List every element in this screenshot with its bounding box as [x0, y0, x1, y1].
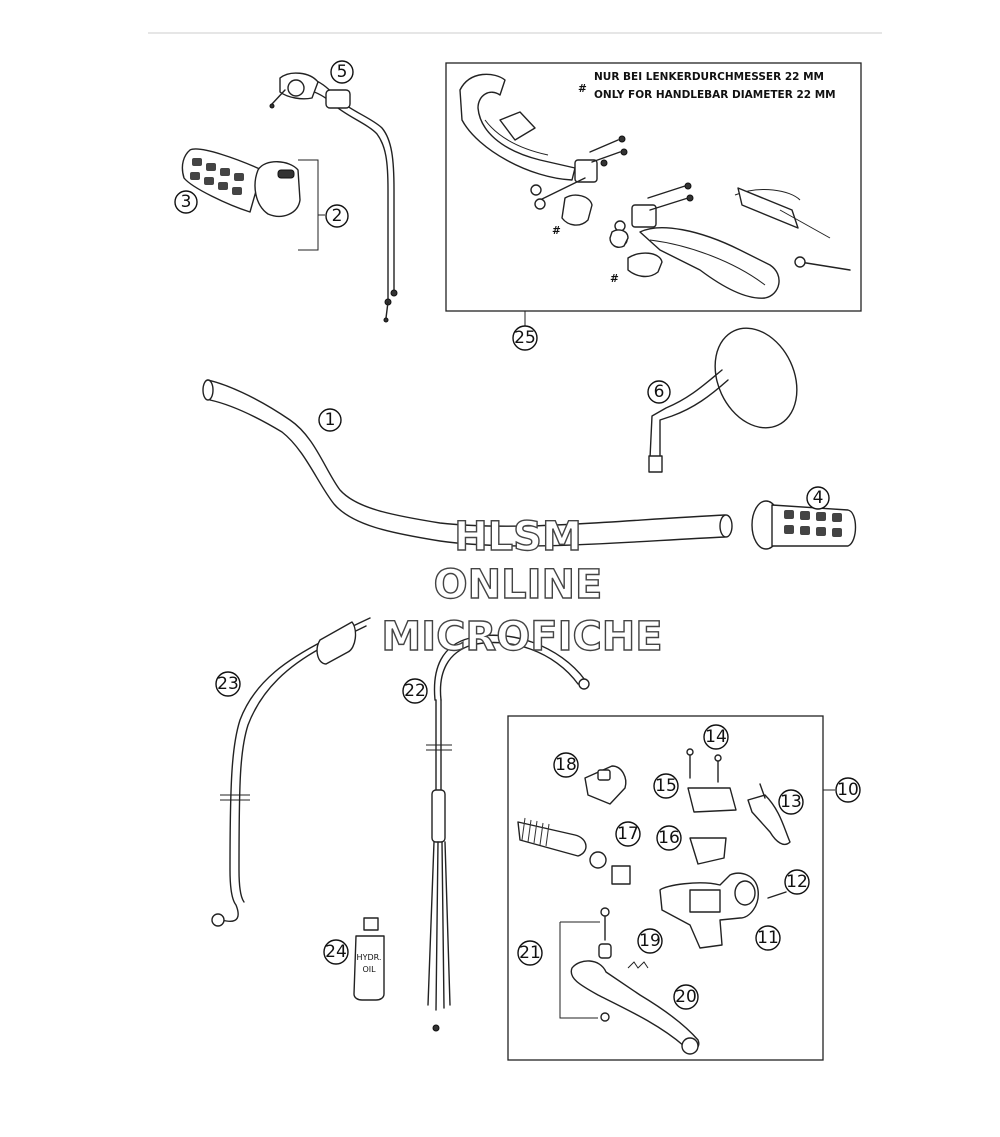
callout-20: 20 — [673, 984, 699, 1010]
handlebar — [202, 379, 733, 547]
svg-text:24: 24 — [325, 942, 347, 962]
clutch-cable — [426, 634, 590, 1032]
oil-label-line1: HYDR. — [357, 953, 382, 962]
svg-text:4: 4 — [813, 488, 824, 508]
svg-text:12: 12 — [786, 872, 808, 892]
svg-text:14: 14 — [705, 727, 727, 747]
throttle-grip-assembly — [181, 148, 325, 251]
svg-text:18: 18 — [555, 755, 577, 775]
throttle-housing — [254, 161, 301, 218]
callout-2: 2 — [325, 204, 349, 228]
callout-5: 5 — [330, 60, 354, 84]
note-line-german: NUR BEI LENKERDURCHMESSER 22 MM — [594, 71, 824, 83]
callout-3: 3 — [174, 190, 198, 214]
clamp-shim-upper — [561, 194, 593, 226]
right-handguard — [639, 227, 780, 299]
svg-text:16: 16 — [658, 828, 680, 848]
svg-text:15: 15 — [655, 776, 677, 796]
svg-text:17: 17 — [617, 824, 639, 844]
hash-mark-2: # — [610, 273, 619, 285]
svg-text:11: 11 — [757, 928, 779, 948]
svg-text:19: 19 — [639, 931, 661, 951]
watermark: HLSM ONLINE MICROFICHE — [381, 513, 664, 660]
svg-text:2: 2 — [332, 206, 343, 226]
master-cylinder-kit-box — [507, 715, 835, 1061]
callout-18: 18 — [553, 752, 579, 778]
callout-1: 1 — [318, 408, 342, 432]
svg-text:5: 5 — [337, 62, 348, 82]
callout-12: 12 — [784, 869, 810, 895]
callout-14: 14 — [703, 724, 729, 750]
callout-25: 25 — [512, 325, 538, 351]
watermark-line1: HLSM — [454, 514, 582, 560]
svg-text:1: 1 — [325, 410, 336, 430]
svg-text:22: 22 — [404, 681, 426, 701]
callout-4: 4 — [806, 486, 830, 510]
note-hash-symbol: # — [578, 83, 587, 95]
svg-text:25: 25 — [514, 328, 536, 348]
callout-11: 11 — [755, 925, 781, 951]
callout-16: 16 — [656, 825, 682, 851]
svg-text:21: 21 — [519, 943, 541, 963]
callout-17: 17 — [615, 821, 641, 847]
callout-10: 10 — [835, 777, 861, 803]
throttle-grip — [181, 148, 263, 213]
callout-21: 21 — [517, 940, 543, 966]
callout-24: 24 — [323, 939, 349, 965]
svg-text:13: 13 — [780, 792, 802, 812]
callouts: 1 2 3 4 5 6 10 11 12 13 14 15 16 17 18 1… — [174, 60, 861, 1010]
note-line-english: ONLY FOR HANDLEBAR DIAMETER 22 MM — [594, 89, 836, 101]
watermark-line3: MICROFICHE — [381, 614, 662, 660]
hydraulic-clutch-line — [211, 617, 371, 927]
svg-text:20: 20 — [675, 987, 697, 1007]
left-grip — [751, 500, 857, 550]
svg-text:6: 6 — [654, 382, 665, 402]
callout-22: 22 — [402, 678, 428, 704]
callout-15: 15 — [653, 773, 679, 799]
hash-mark-1: # — [552, 225, 561, 237]
watermark-line2: ONLINE — [434, 562, 603, 608]
callout-23: 23 — [215, 671, 241, 697]
left-handguard — [459, 73, 576, 181]
callout-13: 13 — [778, 789, 804, 815]
callout-6: 6 — [647, 380, 671, 404]
throttle-cables — [269, 72, 398, 323]
clamp-shim-lower — [627, 252, 663, 278]
handguard-kit-box: # NUR BEI LENKERDURCHMESSER 22 MM ONLY F… — [445, 62, 862, 326]
callout-19: 19 — [637, 928, 663, 954]
svg-text:3: 3 — [181, 192, 192, 212]
oil-label-line2: OIL — [362, 965, 376, 974]
hydraulic-oil-bottle: HYDR. OIL — [353, 917, 385, 1001]
svg-text:10: 10 — [837, 780, 859, 800]
mirror — [648, 327, 798, 473]
svg-text:23: 23 — [217, 674, 239, 694]
